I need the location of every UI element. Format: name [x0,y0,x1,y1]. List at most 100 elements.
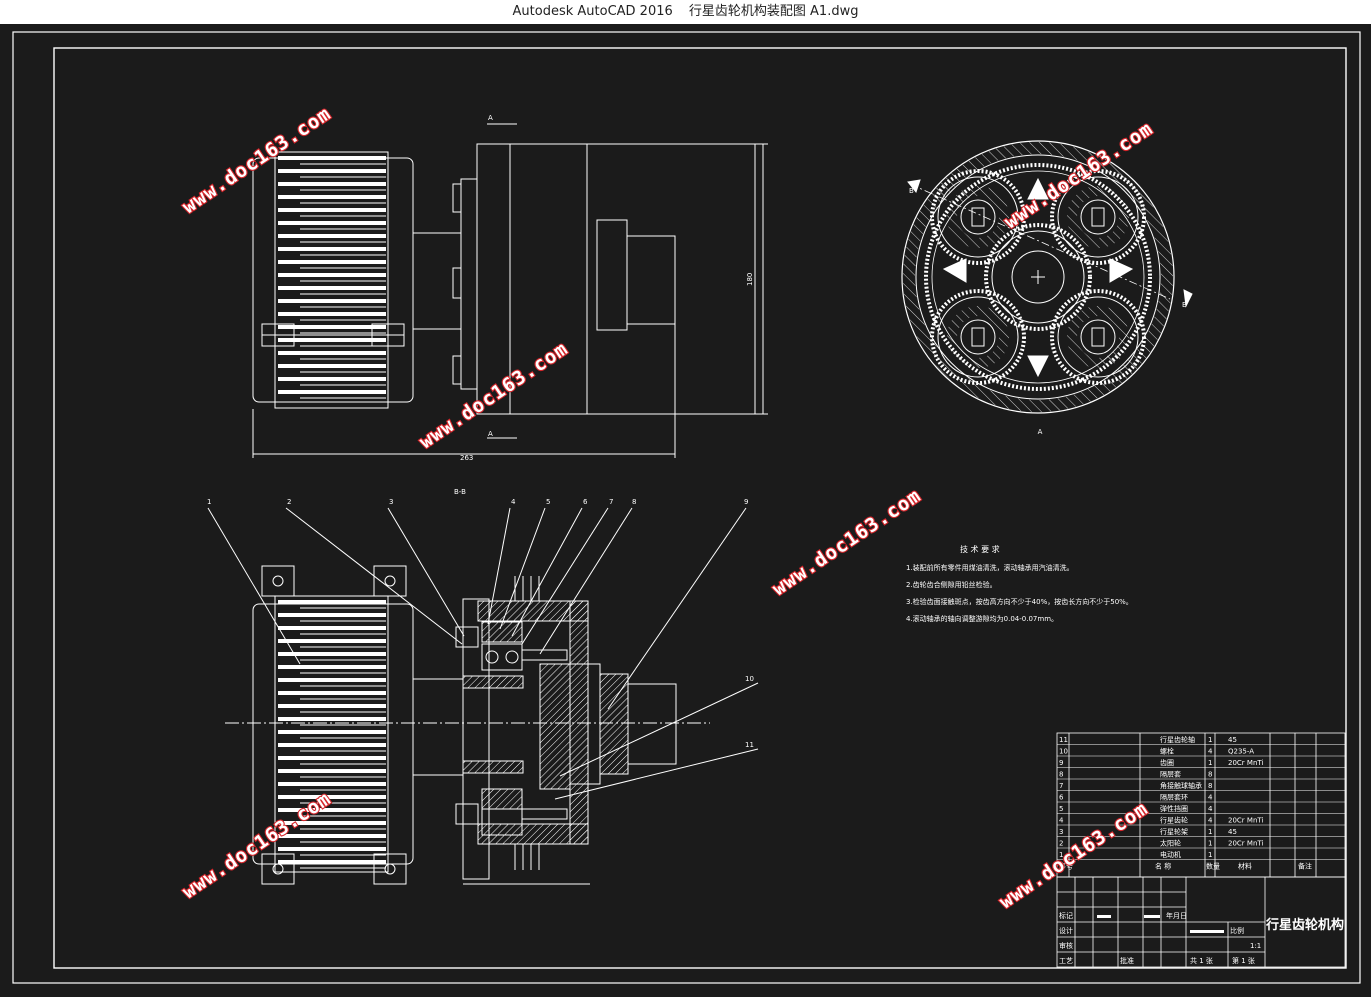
section-title: B-B [454,488,466,496]
output-hub [596,219,628,331]
parts-header-material: 材料 [1238,862,1252,871]
view-label-gear: A [1038,428,1043,436]
parts-cell-material: Q235-A [1228,748,1254,756]
tb-fill-1 [1144,915,1160,918]
file-name: 行星齿轮机构装配图 A1.dwg [688,4,859,19]
parts-cell-no: 5 [1059,805,1063,813]
parts-cell-qty: 4 [1208,805,1213,813]
sheet-inner-border [53,47,1347,969]
balloon-7: 7 [609,498,613,506]
balloon-10: 10 [745,675,754,683]
technical-requirements: 技 术 要 求 1.装配前所有零件用煤油清洗，滚动轴承用汽油清洗。 2.齿轮齿合… [906,544,1133,623]
parts-cell-qty: 1 [1208,851,1212,859]
carrier-notch-right [1109,258,1134,283]
parts-cell-qty: 1 [1208,828,1212,836]
parts-cell-name: 隔层套环 [1160,793,1188,802]
parts-cell-material: 20Cr MnTi [1228,817,1263,825]
tb-label-scale: 比例 [1230,926,1244,935]
watermark-4: www.doc163.com [768,485,925,601]
motor-fins [278,156,386,399]
mount-bottom-right [373,853,407,885]
view-label-bottom: A [488,430,493,438]
parts-table-frame [1056,732,1346,878]
front-view [252,123,768,458]
tech-req-item-4: 4.滚动轴承的轴向调整游隙均为0.04-0.07mm。 [906,614,1058,623]
flange-section [462,598,490,880]
drawing-title: 行星齿轮机构 [1265,917,1344,933]
parts-cell-qty: 4 [1208,794,1213,802]
parts-header-qty: 数量 [1206,862,1220,871]
planet-bearing-bottom [481,788,523,810]
parts-cell-no: 6 [1059,794,1064,802]
parts-cell-qty: 1 [1208,759,1212,767]
leader-1 [207,507,301,665]
drawing-svg: 263 180 A A [12,31,1361,984]
balloon-2: 2 [287,498,291,506]
balloon-8: 8 [632,498,636,506]
parts-cell-no: 8 [1059,771,1063,779]
tb-label-process: 工艺 [1059,957,1073,965]
app-name: Autodesk AutoCAD 2016 [512,4,673,19]
tb-label-approve: 批准 [1120,956,1134,965]
cut-label-b-left: B [909,187,914,195]
motor-fins-section [278,600,386,869]
parts-cell-no: 11 [1059,736,1068,744]
parts-cell-name: 行星轮架 [1160,827,1188,836]
parts-cell-no: 4 [1059,817,1064,825]
section-cut-line [909,183,1171,300]
leader-2 [285,507,463,645]
bearing-ball-top-1 [485,650,499,664]
parts-cell-name: 太阳轮 [1160,839,1181,848]
mount-bottom-left [261,853,295,885]
parts-cell-qty: 8 [1208,782,1212,790]
dim-height-text: 180 [746,273,754,286]
leader-4 [487,507,511,625]
parts-header-name: 名 称 [1155,862,1171,871]
tech-req-item-2: 2.齿轮齿合侧隙用铅丝检验。 [906,580,997,589]
parts-cell-qty: 8 [1208,771,1212,779]
flange-bolt-bottom [452,355,462,385]
dim-width-text: 263 [460,454,473,462]
sun-gear-root [991,230,1085,324]
parts-cell-no: 9 [1059,759,1063,767]
motor-fins-frame [274,151,389,409]
motor-shaft-section [412,678,464,776]
tech-req-title: 技 术 要 求 [960,544,1000,554]
drawing-canvas[interactable]: 263 180 A A [0,24,1371,993]
balloon-11: 11 [745,741,754,749]
output-shaft [626,235,676,325]
planet-gears [930,169,1146,385]
parts-cell-qty: 4 [1208,748,1213,756]
title-block [1056,876,1346,968]
sheet-outer-border [12,31,1361,984]
ring-gear-root [931,170,1145,384]
ring-gear-hatch [903,142,1173,412]
tech-req-item-1: 1.装配前所有零件用煤油清洗，滚动轴承用汽油清洗。 [906,563,1074,572]
parts-cell-material: 45 [1228,828,1237,836]
ring-gear-outer [901,140,1175,414]
parts-cell-no: 2 [1059,840,1063,848]
leader-6 [511,507,583,637]
planet-bearing-top [481,621,523,643]
planet-shaft-top [521,649,568,661]
watermark-6: www.doc163.com [995,798,1152,914]
planet-gear [930,169,1026,265]
watermark-5: www.doc163.com [178,788,335,904]
leader-5 [499,507,546,630]
gearbox-body-right [586,143,756,415]
cut-label-b-right: B [1182,301,1187,309]
balloon-4: 4 [511,498,516,506]
leader-10 [559,682,759,777]
shaft-hatch-bottom [462,760,524,774]
parts-cell-name: 隔层套 [1160,770,1181,779]
parts-cell-qty: 4 [1208,817,1213,825]
parts-cell-material: 20Cr MnTi [1228,759,1263,767]
leader-9 [607,507,747,710]
leader-11 [554,748,759,800]
balloon-5: 5 [546,498,550,506]
section-view [207,507,759,885]
tb-scale-value: 1:1 [1250,942,1261,950]
parts-cell-name: 角接触球轴承 [1160,781,1202,790]
output-shaft-section [627,683,677,765]
